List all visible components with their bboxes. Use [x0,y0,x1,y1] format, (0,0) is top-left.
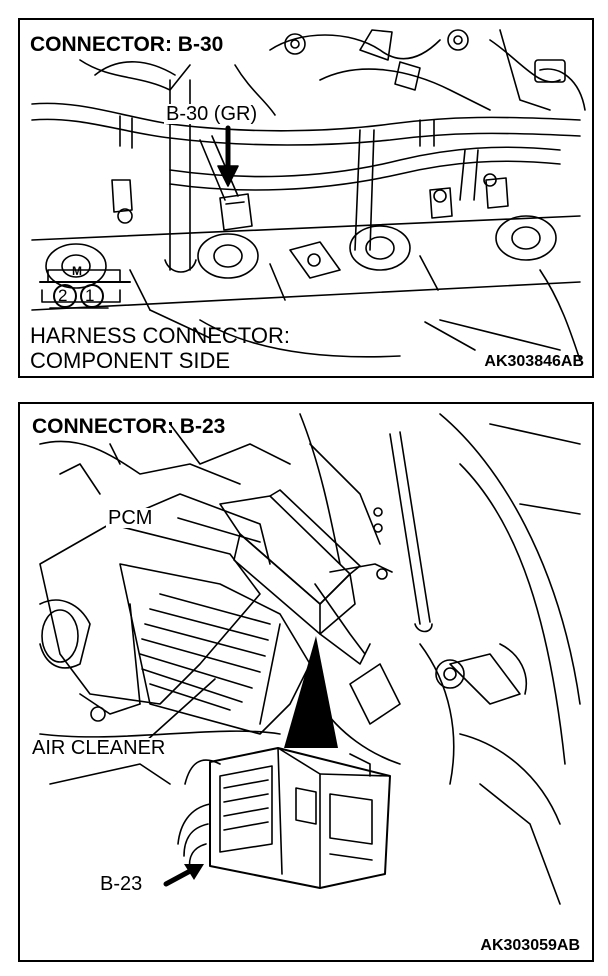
connector-b30-panel: CONNECTOR: B-30 B-30 (GR) M 2 1 HARNESS … [18,18,594,378]
figure-code: AK303846AB [484,353,584,370]
pin-header-label: M [72,264,82,278]
harness-caption-line1: HARNESS CONNECTOR: [30,323,290,348]
pin-1-label: 1 [85,286,95,305]
connector-callout-label: B-23 [98,873,145,895]
pin-2-label: 2 [58,286,68,305]
air-cleaner-label: AIR CLEANER [30,737,168,759]
panel-title: CONNECTOR: B-23 [32,415,226,438]
harness-caption-line2: COMPONENT SIDE [30,348,231,373]
engine-illustration-b30 [31,29,586,361]
engine-illustration-b23 [39,413,581,905]
figure-code: AK303059AB [480,937,580,954]
panel-title: CONNECTOR: B-30 [30,33,224,56]
connector-callout-label: B-30 (GR) [164,103,260,125]
pcm-label: PCM [106,507,155,529]
connector-b23-panel: CONNECTOR: B-23 PCM AIR CLEANER B-23 AK3… [18,402,594,962]
